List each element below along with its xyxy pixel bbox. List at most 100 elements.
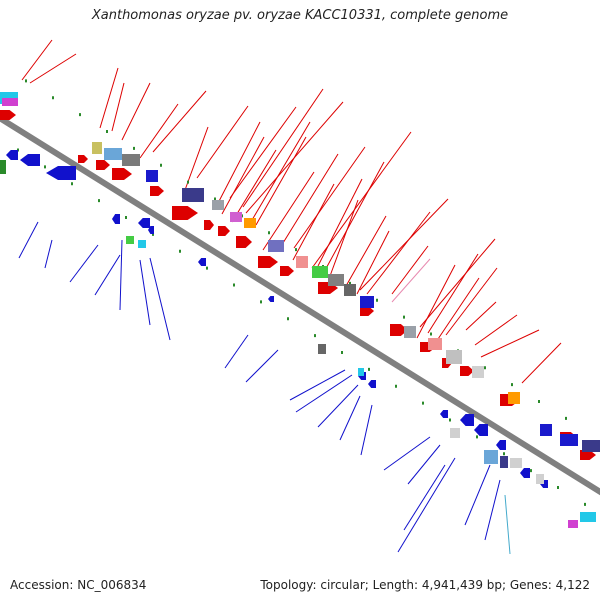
leader-line-xoo0434	[339, 395, 361, 441]
tick-inner	[287, 317, 289, 321]
forward-gene-arrow	[390, 324, 408, 336]
leader-line-xoo0444	[383, 436, 431, 471]
leader-line-xoo0405	[184, 126, 209, 191]
tick-inner	[584, 502, 586, 506]
tick-inner	[530, 469, 532, 473]
leader-line-baf	[359, 198, 449, 291]
gene-feature-block	[104, 148, 122, 160]
gene-feature-block	[508, 392, 520, 404]
leader-line-trnr	[504, 494, 511, 555]
tick-inner	[503, 452, 505, 456]
leader-line-xoo0440	[360, 404, 373, 456]
gene-feature-block	[568, 520, 578, 528]
leader-line-xoo0420	[224, 334, 249, 369]
leader-line-xoo0442	[474, 314, 518, 346]
reverse-gene-arrow	[496, 440, 506, 450]
gene-feature-block	[360, 296, 374, 308]
gene-feature-block	[0, 160, 6, 174]
leader-line-prti	[521, 342, 562, 384]
leader-line-aroe	[215, 121, 261, 208]
reverse-gene-arrow	[198, 258, 206, 266]
tick-inner	[125, 216, 127, 219]
leader-line-natb	[29, 53, 77, 84]
tick-outer	[214, 197, 216, 201]
reverse-gene-arrow	[112, 214, 120, 224]
leader-line-xoo0421	[317, 178, 363, 267]
leader-line-argj	[416, 264, 456, 339]
gene-feature-block	[146, 170, 158, 182]
leader-line-sapc	[18, 221, 39, 259]
forward-gene-arrow	[204, 220, 214, 230]
leader-line-xoo0410	[229, 106, 297, 199]
gene-feature-block	[296, 256, 308, 268]
tick-outer	[376, 298, 378, 302]
tick-inner	[422, 401, 424, 405]
leader-line-xoo0395	[99, 67, 119, 129]
forward-gene-arrow	[280, 266, 294, 276]
reverse-gene-arrow	[46, 166, 76, 180]
tick-inner	[476, 435, 478, 439]
leader-line-xoo0409	[149, 257, 171, 341]
tick-outer	[430, 332, 432, 336]
gene-feature-block	[344, 284, 356, 296]
leader-line-xoo0403	[94, 254, 121, 296]
forward-gene-arrow	[580, 450, 596, 460]
leader-line-xoo0433	[317, 384, 359, 428]
gene-feature-block	[428, 338, 442, 350]
tick-outer	[160, 163, 162, 167]
leader-line-xoo0427	[245, 349, 279, 383]
gene-feature-block	[92, 142, 102, 154]
tick-outer	[25, 79, 27, 83]
leader-line-xoo0438	[445, 267, 498, 336]
tick-inner	[314, 334, 316, 338]
tick-outer	[187, 180, 189, 184]
forward-gene-arrow	[78, 155, 88, 163]
forward-gene-arrow	[150, 186, 164, 196]
reverse-gene-arrow	[20, 154, 40, 166]
tick-outer	[106, 130, 108, 133]
leader-line-nata	[21, 39, 53, 81]
tick-outer	[133, 146, 135, 150]
gene-feature-block	[404, 326, 416, 338]
tick-outer	[511, 383, 513, 387]
gene-feature-block	[358, 368, 364, 376]
gene-feature-block	[318, 344, 326, 354]
reverse-gene-arrow	[138, 218, 150, 228]
gene-feature-block	[312, 266, 328, 278]
leader-line-bira	[366, 211, 431, 295]
gene-feature-block	[484, 450, 498, 464]
gene-feature-block	[212, 200, 224, 210]
leader-line-xoo0445	[407, 444, 441, 485]
gene-feature-block	[268, 240, 284, 252]
map-title: Xanthomonas oryzae pv. oryzae KACC10331,…	[91, 8, 509, 23]
leader-line-xoo0398	[121, 82, 151, 141]
tick-inner	[341, 351, 343, 354]
gene-feature-block	[510, 458, 522, 468]
leader-line-ding	[242, 88, 324, 208]
gene-feature-block	[122, 154, 140, 166]
leader-line-xoo0408	[221, 136, 265, 215]
gene-feature-block	[230, 212, 242, 222]
leader-line-trps	[435, 277, 480, 343]
gene-feature-block	[540, 424, 552, 436]
tick-inner	[557, 486, 559, 489]
reverse-gene-arrow	[368, 380, 376, 388]
genome-summary: Topology: circular; Length: 4,941,439 bp…	[260, 578, 590, 592]
tick-outer	[403, 315, 405, 319]
accession-label: Accession: NC_006834	[10, 578, 147, 592]
leader-line-iron	[44, 239, 53, 269]
leader-line-srpa	[397, 457, 456, 553]
gene-feature-block	[328, 274, 344, 286]
reverse-gene-arrow	[440, 410, 448, 418]
tick-inner	[71, 182, 73, 186]
leader-line-xoo0416	[262, 171, 315, 251]
gene-feature-block	[126, 236, 134, 244]
tick-outer	[349, 281, 351, 285]
gene-feature-block	[182, 188, 204, 202]
gene-feature-block	[446, 350, 462, 364]
gene-feature-block	[500, 456, 508, 468]
label-leader-lines	[18, 39, 562, 555]
forward-gene-arrow	[360, 306, 374, 316]
tick-inner	[206, 266, 208, 270]
